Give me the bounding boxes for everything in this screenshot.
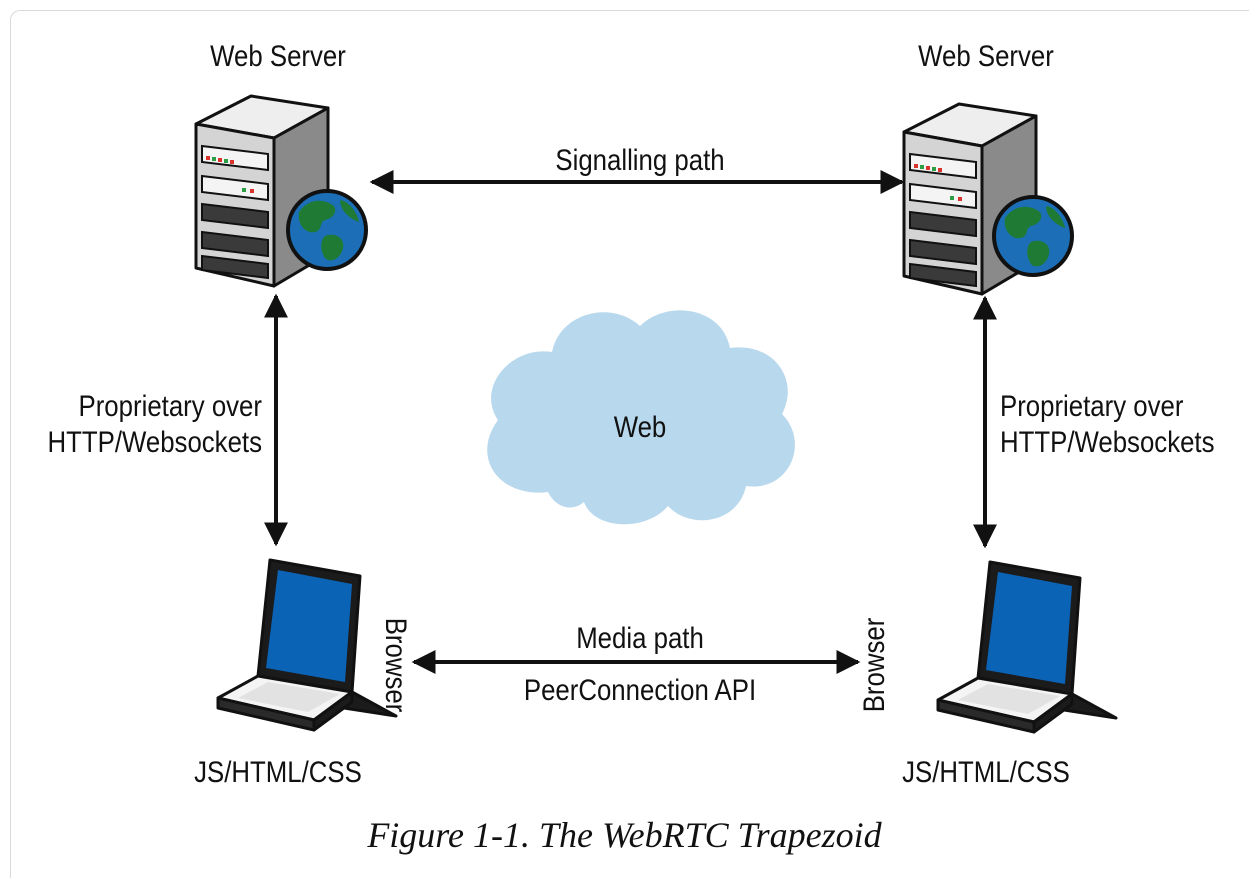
right-link-label-line1: Proprietary over (1000, 389, 1183, 422)
figure-frame (10, 10, 1249, 878)
right-laptop-icon (936, 560, 1118, 734)
left-link-label-line2: HTTP/Websockets (47, 425, 262, 458)
right-link-label-line2: HTTP/Websockets (1000, 425, 1215, 458)
right-globe-icon (992, 195, 1074, 277)
left-laptop-icon (216, 558, 398, 732)
right-stack-label: JS/HTML/CSS (902, 755, 1070, 788)
left-link-label-line1: Proprietary over (79, 389, 262, 422)
left-server-label: Web Server (210, 39, 346, 72)
right-server-label: Web Server (918, 39, 1054, 72)
web-cloud-label: Web (614, 410, 667, 443)
webrtc-trapezoid-diagram: Web Server Web Server Signalling path Pr… (47, 39, 1215, 788)
figure-caption: Figure 1-1. The WebRTC Trapezoid (367, 815, 882, 855)
web-cloud-icon (487, 310, 795, 525)
left-browser-label: Browser (380, 618, 413, 713)
left-globe-icon (286, 189, 368, 271)
media-path-label: Media path (576, 621, 704, 654)
left-stack-label: JS/HTML/CSS (194, 755, 362, 788)
peerconnection-api-label: PeerConnection API (524, 673, 756, 706)
signalling-label: Signalling path (555, 143, 724, 176)
right-browser-label: Browser (857, 618, 890, 713)
